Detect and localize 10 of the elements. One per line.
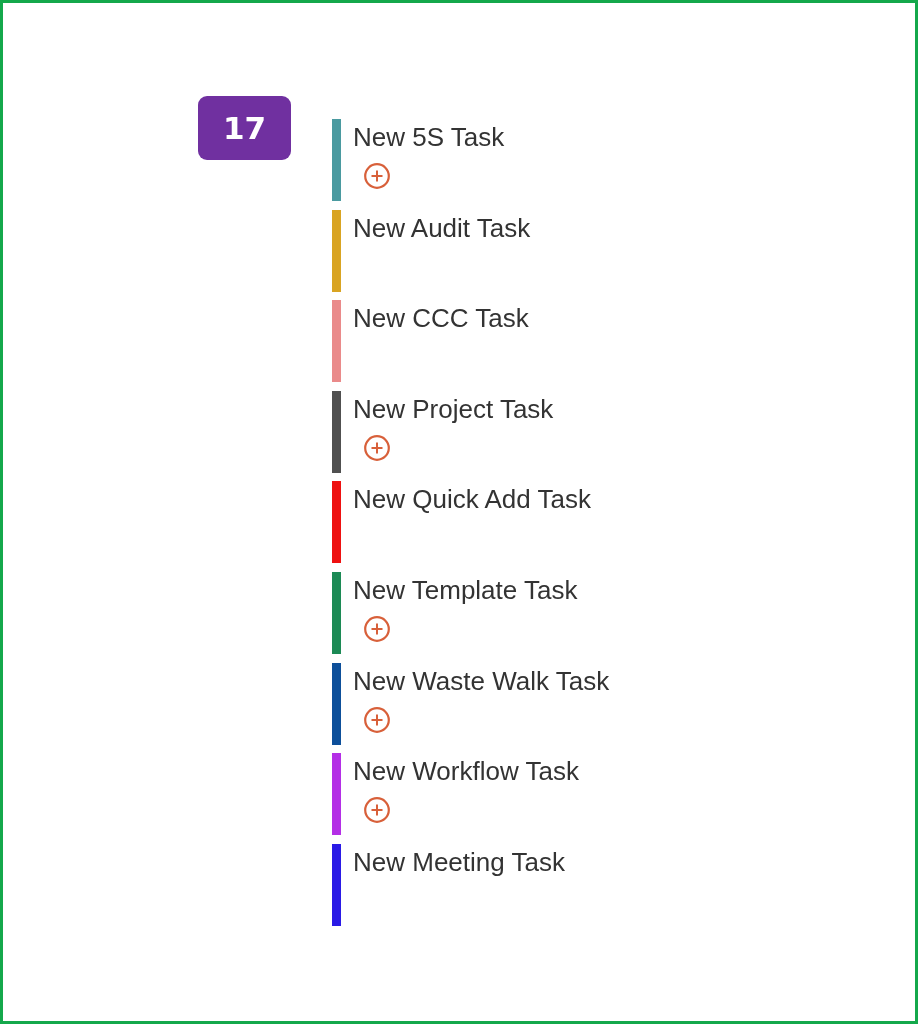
step-number-badge: 17: [198, 96, 291, 160]
task-type-label: New Quick Add Task: [353, 484, 591, 516]
task-type-label: New 5S Task: [353, 122, 505, 153]
task-type-label: New Waste Walk Task: [353, 665, 610, 697]
task-type-label: New Workflow Task: [353, 756, 579, 788]
task-type-label: New CCC Task: [353, 303, 529, 335]
task-type-label: New Meeting Task: [353, 846, 565, 878]
task-type-label: New Template Task: [353, 575, 578, 606]
task-type-label: New Audit Task: [353, 212, 531, 244]
task-type-label: New Project Task: [353, 393, 554, 425]
